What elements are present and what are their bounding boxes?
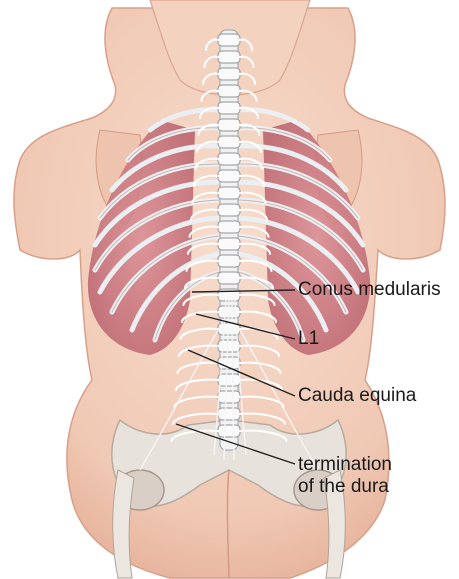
vertebra	[218, 85, 240, 97]
label-termination-of-the-dura: termination of the dura	[298, 454, 392, 498]
vertebra	[218, 391, 240, 403]
vertebra	[218, 272, 240, 284]
label-termination-line2: of the dura	[298, 476, 392, 498]
label-conus-medularis: Conus medularis	[298, 279, 441, 301]
vertebra	[218, 187, 240, 199]
vertebra	[218, 34, 240, 46]
vertebra	[218, 204, 240, 216]
vertebra	[218, 170, 240, 182]
vertebra	[218, 408, 240, 420]
vertebra	[218, 221, 240, 233]
vertebra	[218, 119, 240, 131]
vertebra	[218, 153, 240, 165]
label-l1: L1	[298, 328, 319, 350]
vertebra	[218, 136, 240, 148]
vertebra	[218, 425, 240, 437]
vertebra	[218, 238, 240, 250]
label-termination-line1: termination	[298, 454, 392, 476]
label-cauda-equina: Cauda equina	[298, 385, 416, 407]
vertebra	[218, 374, 240, 386]
vertebra	[218, 51, 240, 63]
vertebra	[218, 102, 240, 114]
vertebra	[218, 255, 240, 267]
vertebra	[218, 68, 240, 80]
